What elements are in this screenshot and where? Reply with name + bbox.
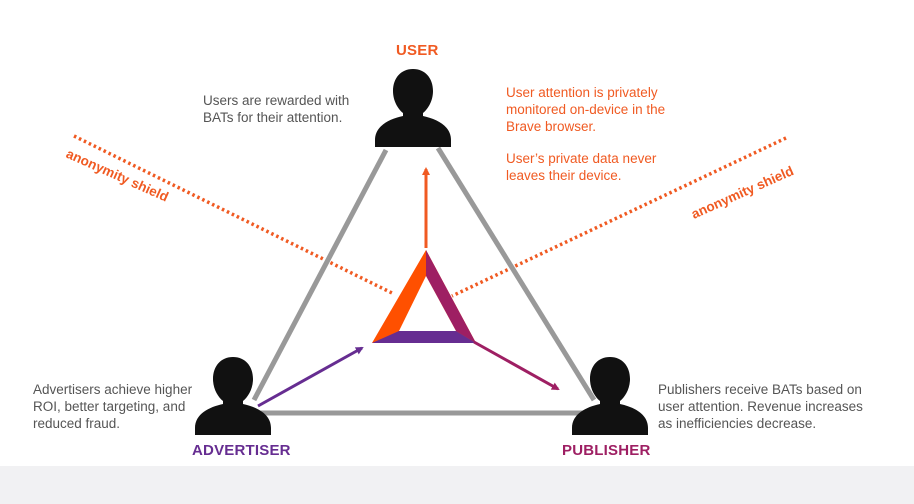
user-role-label: USER [396,42,439,59]
note-line: leaves their device. [506,168,622,183]
note-line: BATs for their attention. [203,110,343,125]
note-line: ROI, better targeting, and [33,399,186,414]
arrow-from-advertiser [257,346,364,408]
user-avatar-icon [375,69,451,147]
edge-user-publisher [435,146,597,402]
user-reward-note: Users are rewarded with BATs for their a… [203,92,349,126]
bottom-band [0,466,914,504]
arrow-to-publisher [473,340,560,391]
note-line: User attention is privately [506,85,658,100]
user-privacy-note: User’s private data never leaves their d… [506,150,656,184]
bat-logo-icon [372,250,476,343]
publisher-role-label: PUBLISHER [562,442,651,459]
note-line: monitored on-device in the [506,102,666,117]
note-line: User’s private data never [506,151,657,166]
advertiser-avatar-icon [195,357,271,435]
advertiser-note: Advertisers achieve higher ROI, better t… [33,381,192,432]
publisher-avatar-icon [572,357,648,435]
note-line: reduced fraud. [33,416,121,431]
left-anonymity-shield-line [73,134,393,295]
note-line: user attention. Revenue increases [658,399,863,414]
note-line: Brave browser. [506,119,597,134]
note-line: Publishers receive BATs based on [658,382,862,397]
advertiser-role-label: ADVERTISER [192,442,291,459]
publisher-note: Publishers receive BATs based on user at… [658,381,863,432]
edge-user-advertiser [251,148,389,402]
note-line: Advertisers achieve higher [33,382,193,397]
note-line: as inefficiencies decrease. [658,416,817,431]
note-line: Users are rewarded with [203,93,350,108]
right-anonymity-shield-line [451,136,787,298]
user-attention-note: User attention is privately monitored on… [506,84,665,135]
